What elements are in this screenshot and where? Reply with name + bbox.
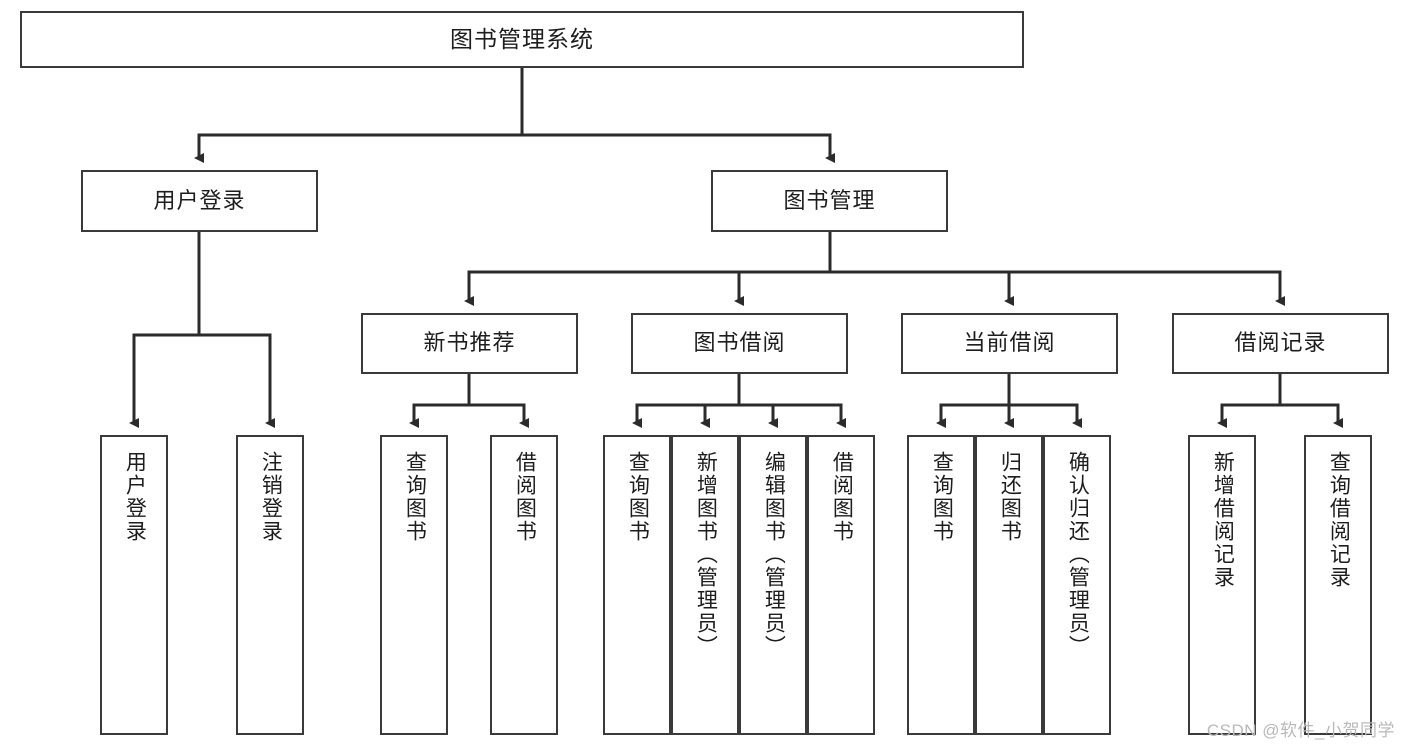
leaf-label: 新增图书（管理员） (694, 451, 718, 658)
leaf-label: 借阅图书 (830, 451, 854, 543)
leaf-label: 查询图书 (626, 451, 650, 543)
leaf-label: 借阅图书 (513, 451, 537, 543)
leaf-new-book-query-book[interactable]: 查询图书 (380, 435, 448, 735)
node-book-management-system[interactable]: 图书管理系统 (20, 11, 1024, 68)
node-label: 图书管理系统 (450, 25, 594, 52)
leaf-book-borrow-query-book[interactable]: 查询图书 (603, 435, 671, 735)
node-label: 当前借阅 (963, 330, 1056, 356)
node-label: 借阅记录 (1234, 330, 1327, 356)
node-label: 图书管理 (783, 187, 876, 213)
leaf-current-borrow-return-book[interactable]: 归还图书 (975, 435, 1043, 735)
leaf-label: 用户登录 (123, 451, 147, 543)
leaf-book-borrow-edit-book-admin[interactable]: 编辑图书（管理员） (739, 435, 807, 735)
node-label: 新书推荐 (423, 330, 516, 356)
node-user-login[interactable]: 用户登录 (81, 170, 318, 232)
csdn-watermark: CSDN @软件_小贺同学 (1206, 721, 1395, 740)
leaf-label: 查询图书 (403, 451, 427, 543)
node-current-borrow[interactable]: 当前借阅 (901, 313, 1118, 374)
leaf-label: 查询图书 (930, 451, 954, 543)
node-book-management[interactable]: 图书管理 (711, 170, 948, 232)
leaf-book-borrow-borrow-book[interactable]: 借阅图书 (807, 435, 875, 735)
node-book-borrow[interactable]: 图书借阅 (631, 313, 848, 374)
leaf-label: 新增借阅记录 (1211, 451, 1235, 589)
leaf-label: 确认归还（管理员） (1066, 451, 1090, 658)
leaf-book-borrow-add-book-admin[interactable]: 新增图书（管理员） (671, 435, 739, 735)
leaf-new-book-borrow-book[interactable]: 借阅图书 (490, 435, 558, 735)
leaf-borrow-record-query-record[interactable]: 查询借阅记录 (1304, 435, 1372, 735)
node-borrow-record[interactable]: 借阅记录 (1172, 313, 1389, 374)
leaf-user-login-logout[interactable]: 注销登录 (236, 435, 304, 735)
node-label: 用户登录 (153, 187, 246, 213)
leaf-label: 查询借阅记录 (1327, 451, 1351, 589)
leaf-label: 注销登录 (259, 451, 283, 543)
leaf-borrow-record-add-record[interactable]: 新增借阅记录 (1188, 435, 1256, 735)
node-new-book-recommend[interactable]: 新书推荐 (361, 313, 578, 374)
leaf-current-borrow-confirm-return-admin[interactable]: 确认归还（管理员） (1043, 435, 1111, 735)
leaf-label: 归还图书 (998, 451, 1022, 543)
leaf-user-login-login[interactable]: 用户登录 (100, 435, 168, 735)
node-label: 图书借阅 (693, 330, 786, 356)
leaf-label: 编辑图书（管理员） (762, 451, 786, 658)
leaf-current-borrow-query-book[interactable]: 查询图书 (907, 435, 975, 735)
